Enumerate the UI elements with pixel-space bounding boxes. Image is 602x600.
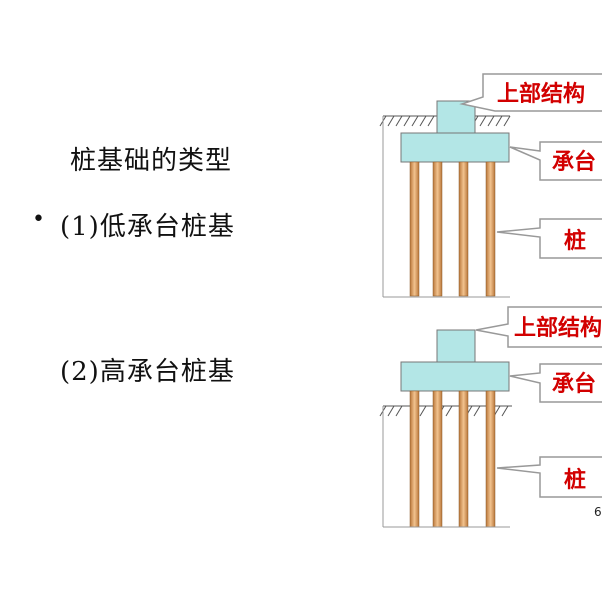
- callout-cap-1: 承台: [509, 141, 602, 181]
- superstructure-block: [436, 329, 476, 363]
- pile: [409, 161, 420, 297]
- piles: [409, 390, 496, 528]
- callout-cap-2: 承台: [509, 363, 602, 403]
- callout-superstructure-1: 上部结构: [459, 73, 602, 112]
- callout-text: 桩: [564, 467, 586, 493]
- callout-superstructure-2: 上部结构: [475, 306, 602, 348]
- callout-text: 承台: [552, 371, 596, 397]
- pile: [458, 161, 469, 297]
- bullet-marker: •: [32, 207, 46, 232]
- callout-text: 承台: [552, 149, 596, 175]
- low-cap-diagram: [379, 100, 511, 298]
- pile: [485, 161, 496, 297]
- callout-text: 桩: [564, 228, 586, 254]
- pile: [432, 390, 443, 528]
- callout-pile-1: 桩: [496, 218, 602, 259]
- slide-number: 6: [594, 505, 602, 519]
- callout-text: 上部结构: [514, 315, 602, 341]
- pile: [458, 390, 469, 528]
- high-cap-diagram: [379, 329, 512, 528]
- callout-pile-2: 桩: [496, 456, 602, 498]
- pile: [432, 161, 443, 297]
- pile: [409, 390, 420, 528]
- cap-block: [400, 132, 510, 163]
- callout-text: 上部结构: [497, 81, 585, 107]
- superstructure-block: [436, 100, 476, 134]
- pile: [485, 390, 496, 528]
- piles: [409, 161, 496, 297]
- item-low-cap-pile-foundation: (1)低承台桩基: [60, 212, 235, 242]
- item-high-cap-pile-foundation: (2)高承台桩基: [60, 357, 235, 387]
- cap-block: [400, 361, 510, 392]
- slide-title: 桩基础的类型: [70, 146, 233, 176]
